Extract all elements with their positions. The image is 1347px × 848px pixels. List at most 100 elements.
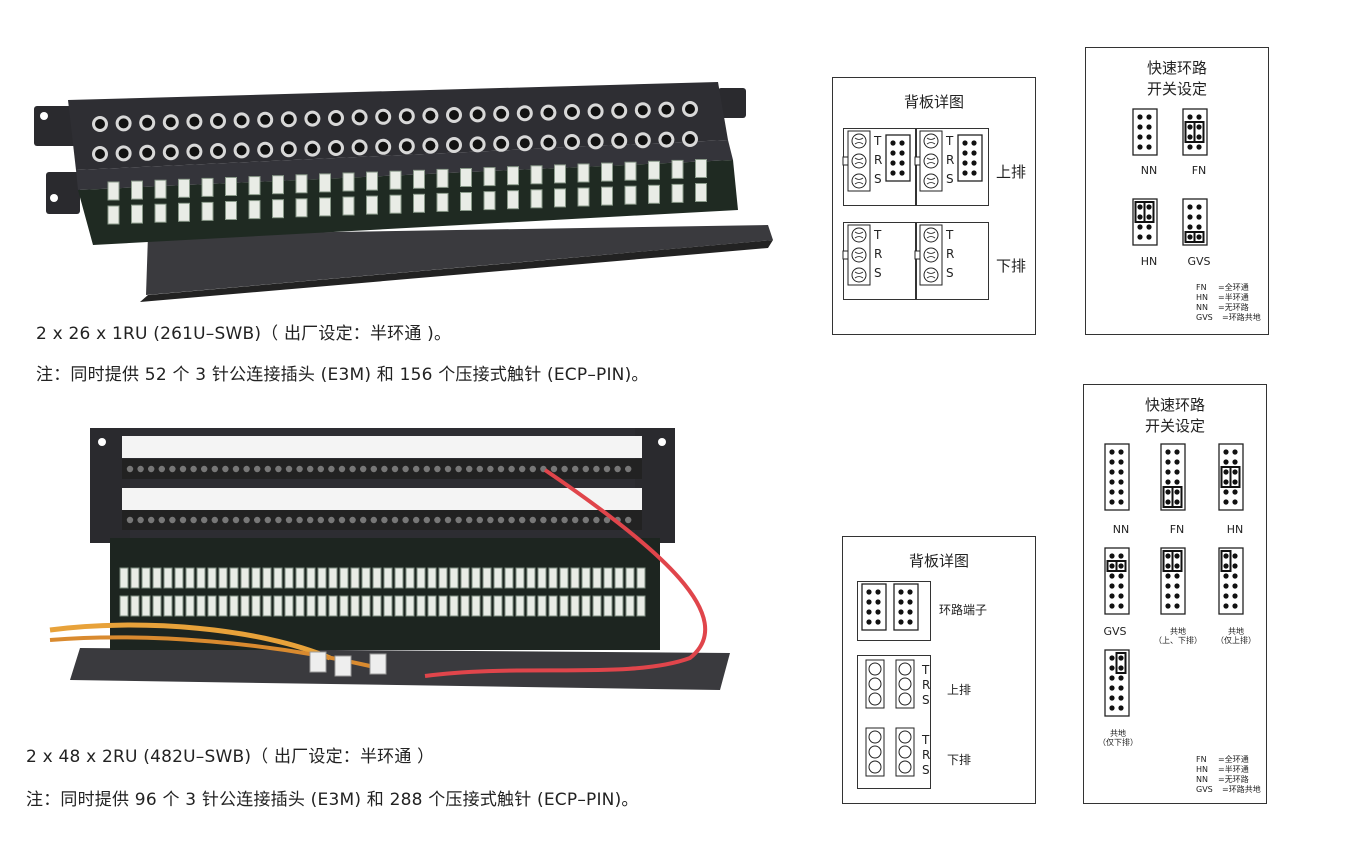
bottom-caption-note: 注：同时提供 96 个 3 针公连接插头 (E3M) 和 288 个压接式触针 … [26, 790, 639, 810]
trs-jack-symbol [895, 727, 915, 777]
e3m-connector [218, 595, 228, 617]
jack-socket [201, 465, 208, 473]
e3m-connector [482, 595, 492, 617]
jack-socket [593, 516, 600, 524]
jack-socket [210, 143, 226, 159]
e3m-connector [493, 567, 503, 589]
pin [899, 150, 905, 156]
pin [1165, 573, 1171, 579]
pin [1223, 573, 1229, 579]
pin [1146, 224, 1152, 230]
pin [1196, 204, 1202, 210]
jack-socket [455, 516, 462, 524]
jack-socket [587, 103, 604, 120]
bottom-quick-symbols [1104, 443, 1244, 717]
pin [907, 589, 913, 595]
e3m-connector [339, 567, 349, 589]
e3m-connector [526, 567, 536, 589]
jack-socket [434, 465, 441, 473]
jack-socket [603, 465, 611, 473]
e3m-connector [383, 595, 393, 617]
pin [1146, 134, 1152, 140]
pin [1232, 593, 1238, 599]
pin [1174, 469, 1180, 475]
e3m-connector [427, 595, 437, 617]
bottom-setting-hn: HN [1226, 523, 1244, 536]
e3m-connector [625, 567, 635, 589]
patchbay-2ru-photo [40, 418, 740, 708]
pin [1137, 214, 1143, 220]
e3m-connector [530, 165, 543, 185]
pin [1109, 695, 1115, 701]
e3m-connector [581, 595, 591, 617]
jack-socket [370, 465, 377, 473]
jack-socket [233, 112, 250, 129]
jack-socket [603, 516, 611, 524]
e3m-connector [272, 199, 284, 219]
pin [1118, 479, 1124, 485]
bottom-legend-hn-desc: =半环通 [1218, 765, 1249, 774]
pin [1109, 479, 1115, 485]
e3m-connector [460, 168, 472, 187]
e3m-connector [515, 567, 525, 589]
e3m-connector [559, 567, 569, 589]
jack-socket [561, 516, 568, 524]
e3m-connector [636, 567, 646, 589]
jack-socket [280, 141, 297, 158]
jack-socket [611, 132, 628, 149]
pin-header [1182, 108, 1208, 156]
jack-socket [243, 465, 250, 473]
jack-socket [257, 111, 274, 128]
jack-socket [190, 465, 197, 473]
pin [1223, 563, 1229, 569]
e3m-connector [273, 595, 283, 617]
trs-jack-symbol [914, 130, 943, 192]
bottom-legend-fn-code: FN [1196, 755, 1207, 764]
pin [1146, 144, 1152, 150]
jack-socket [434, 516, 441, 524]
top-quick-loop-box: 快速环路 开关设定 NN FN HN GVS FN =全环通 HN =半环通 N… [1085, 47, 1269, 335]
pin [1232, 499, 1238, 505]
bottom-legend-nn-desc: =无环路 [1218, 775, 1249, 784]
pin [1109, 675, 1115, 681]
e3m-connector [251, 595, 261, 617]
e3m-connector [603, 595, 613, 617]
pin [1109, 553, 1115, 559]
trs-letter: S [946, 266, 954, 280]
e3m-connector [648, 160, 660, 180]
pin [898, 609, 904, 615]
jack-socket [211, 465, 218, 473]
pin [1196, 214, 1202, 220]
e3m-connector [471, 595, 481, 617]
jack-socket [422, 107, 439, 124]
e3m-connector [449, 567, 459, 589]
trs-letter: S [874, 172, 882, 186]
pin [1118, 489, 1124, 495]
e3m-connector [154, 203, 167, 223]
bottom-legend-hn-code: HN [1196, 765, 1208, 774]
jack-socket [328, 110, 344, 126]
jack-socket [148, 465, 155, 473]
pin [1232, 469, 1238, 475]
pin [1109, 469, 1115, 475]
jumper [1193, 231, 1205, 243]
jack-socket [92, 116, 108, 132]
pin [1146, 124, 1152, 130]
pin [1146, 234, 1152, 240]
e3m-connector [229, 567, 239, 589]
jack-socket [634, 102, 651, 119]
e3m-connector [196, 567, 206, 589]
pin-header [1218, 443, 1244, 511]
pin [875, 599, 881, 605]
pin-header [1132, 108, 1158, 156]
jack-socket [487, 465, 494, 473]
pin [1118, 685, 1124, 691]
pin [898, 619, 904, 625]
pin [1187, 224, 1193, 230]
pin [1174, 563, 1180, 569]
e3m-connector [405, 567, 415, 589]
jack-socket [328, 516, 335, 524]
pin-header [1182, 198, 1208, 246]
e3m-connector [201, 177, 214, 197]
trs-letter: R [922, 678, 930, 692]
